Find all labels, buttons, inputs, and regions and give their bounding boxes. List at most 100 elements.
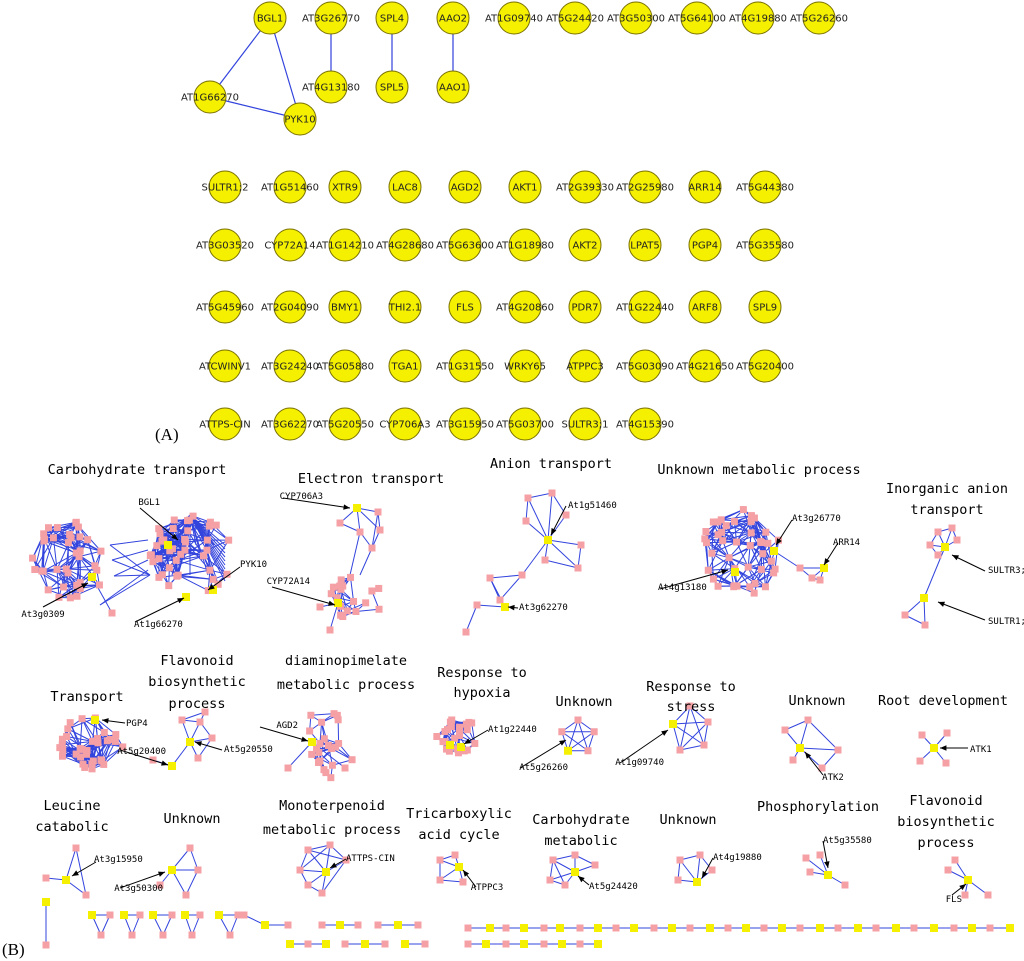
- neighbor-gene-square: [64, 569, 72, 577]
- network-edge: [181, 711, 206, 721]
- neighbor-gene-square: [106, 735, 114, 743]
- neighbor-gene-square: [97, 931, 105, 939]
- annotation-arrowhead: [938, 601, 945, 607]
- neighbor-gene-square: [445, 747, 453, 755]
- network-edge: [567, 719, 579, 751]
- network-edge: [707, 540, 724, 571]
- neighbor-gene-square: [182, 891, 190, 899]
- gene-annotation-at4g19880: At4g19880: [713, 853, 762, 863]
- query-gene-square: [564, 746, 573, 755]
- annotation-arrow-line: [271, 586, 336, 606]
- neighbor-gene-square: [436, 856, 444, 864]
- network-edge: [161, 541, 170, 568]
- network-edge: [371, 511, 379, 549]
- gene-node-circle: [508, 170, 542, 204]
- gene-annotation-at1g51460: At1g51460: [568, 501, 617, 511]
- cluster-title: Flavonoid: [160, 653, 233, 669]
- panel-a-node: AGD2: [448, 170, 482, 204]
- gene-node-circle: [448, 290, 482, 324]
- neighbor-gene-square: [463, 726, 471, 734]
- network-edge: [476, 604, 506, 608]
- query-gene-square: [594, 940, 602, 948]
- network-edge: [99, 574, 151, 606]
- neighbor-gene-square: [347, 573, 355, 581]
- panel-a-node: AT1G14210: [316, 228, 374, 262]
- neighbor-gene-square: [730, 517, 738, 525]
- network-edge: [109, 544, 151, 576]
- neighbor-gene-square: [650, 924, 658, 932]
- gene-node-circle: [208, 407, 242, 441]
- gene-annotation-at5g20400: At5g20400: [117, 747, 166, 757]
- neighbor-gene-square: [804, 716, 812, 724]
- neighbor-gene-square: [336, 519, 344, 527]
- neighbor-gene-square: [758, 539, 766, 547]
- query-gene-square: [1006, 924, 1014, 932]
- query-gene-square: [181, 911, 189, 919]
- neighbor-gene-square: [934, 528, 942, 536]
- neighbor-gene-square: [447, 723, 455, 731]
- gene-node-label: AT4G15390: [616, 420, 674, 431]
- gene-node-circle: [328, 349, 362, 383]
- network-edge: [66, 568, 97, 571]
- network-edge: [499, 574, 523, 601]
- panel-a-node: THI2.1: [388, 290, 422, 324]
- gene-annotation-cyp706a3: CYP706A3: [280, 492, 323, 502]
- network-edge: [103, 741, 116, 765]
- panel-a-node: ARF8: [688, 290, 722, 324]
- neighbor-gene-square: [82, 891, 90, 899]
- network-edge: [171, 869, 187, 896]
- neighbor-gene-square: [802, 854, 810, 862]
- annotation-arrowhead: [177, 598, 184, 604]
- annotation-arrowhead: [702, 871, 708, 878]
- cluster-title: metabolic process: [263, 822, 401, 838]
- neighbor-gene-square: [66, 719, 74, 727]
- neighbor-gene-square: [308, 750, 316, 758]
- neighbor-gene-square: [194, 754, 202, 762]
- gene-node-circle: [388, 349, 422, 383]
- neighbor-gene-square: [762, 528, 770, 536]
- panel-a-node: AT5G44380: [736, 170, 794, 204]
- gene-node-label: BMY1: [331, 303, 359, 314]
- panel-a-node: AT2G04090: [261, 290, 319, 324]
- panel-a-label: (A): [155, 425, 179, 444]
- neighbor-gene-square: [591, 861, 599, 869]
- neighbor-gene-square: [686, 924, 694, 932]
- query-gene-square: [706, 924, 714, 932]
- gene-node-label: LAC8: [392, 183, 418, 194]
- neighbor-gene-square: [205, 522, 213, 530]
- neighbor-gene-square: [76, 533, 84, 541]
- gene-node-label: AT1G31550: [436, 362, 494, 373]
- query-gene-square: [149, 911, 157, 919]
- network-edge: [525, 497, 529, 522]
- network-edge: [721, 515, 752, 521]
- query-gene-square: [168, 866, 176, 874]
- annotation-arrowhead: [208, 584, 215, 590]
- annotation-arrow-line: [937, 601, 986, 621]
- neighbor-gene-square: [750, 589, 758, 597]
- neighbor-gene-square: [315, 748, 323, 756]
- network-edge: [65, 568, 100, 586]
- neighbor-gene-square: [818, 764, 826, 772]
- neighbor-gene-square: [339, 613, 347, 621]
- gene-node-label: AT1G22440: [616, 303, 674, 314]
- panel-a-node: LPAT5: [628, 228, 662, 262]
- network-edge: [81, 718, 105, 733]
- query-gene-square: [42, 898, 50, 906]
- gene-node-label: AT3G50300: [607, 14, 665, 25]
- cluster-title: Phosphorylation: [757, 799, 879, 815]
- neighbor-gene-square: [770, 569, 778, 577]
- gene-node-label: AT5G26260: [790, 14, 848, 25]
- panel-a-node: AT3G50300: [607, 1, 665, 35]
- query-gene-square: [62, 876, 70, 884]
- network-edge: [547, 539, 582, 546]
- cluster-title: Leucine: [44, 798, 101, 814]
- gene-node-circle: [568, 228, 602, 262]
- neighbor-gene-square: [174, 571, 182, 579]
- gene-node-circle: [448, 228, 482, 262]
- neighbor-gene-square: [201, 708, 209, 716]
- gene-node-label: AT5G24420: [546, 14, 604, 25]
- neighbor-gene-square: [209, 575, 217, 583]
- gene-node-circle: [628, 170, 662, 204]
- annotation-arrowhead: [776, 538, 782, 545]
- gene-annotation-at1g22440: At1g22440: [488, 725, 537, 735]
